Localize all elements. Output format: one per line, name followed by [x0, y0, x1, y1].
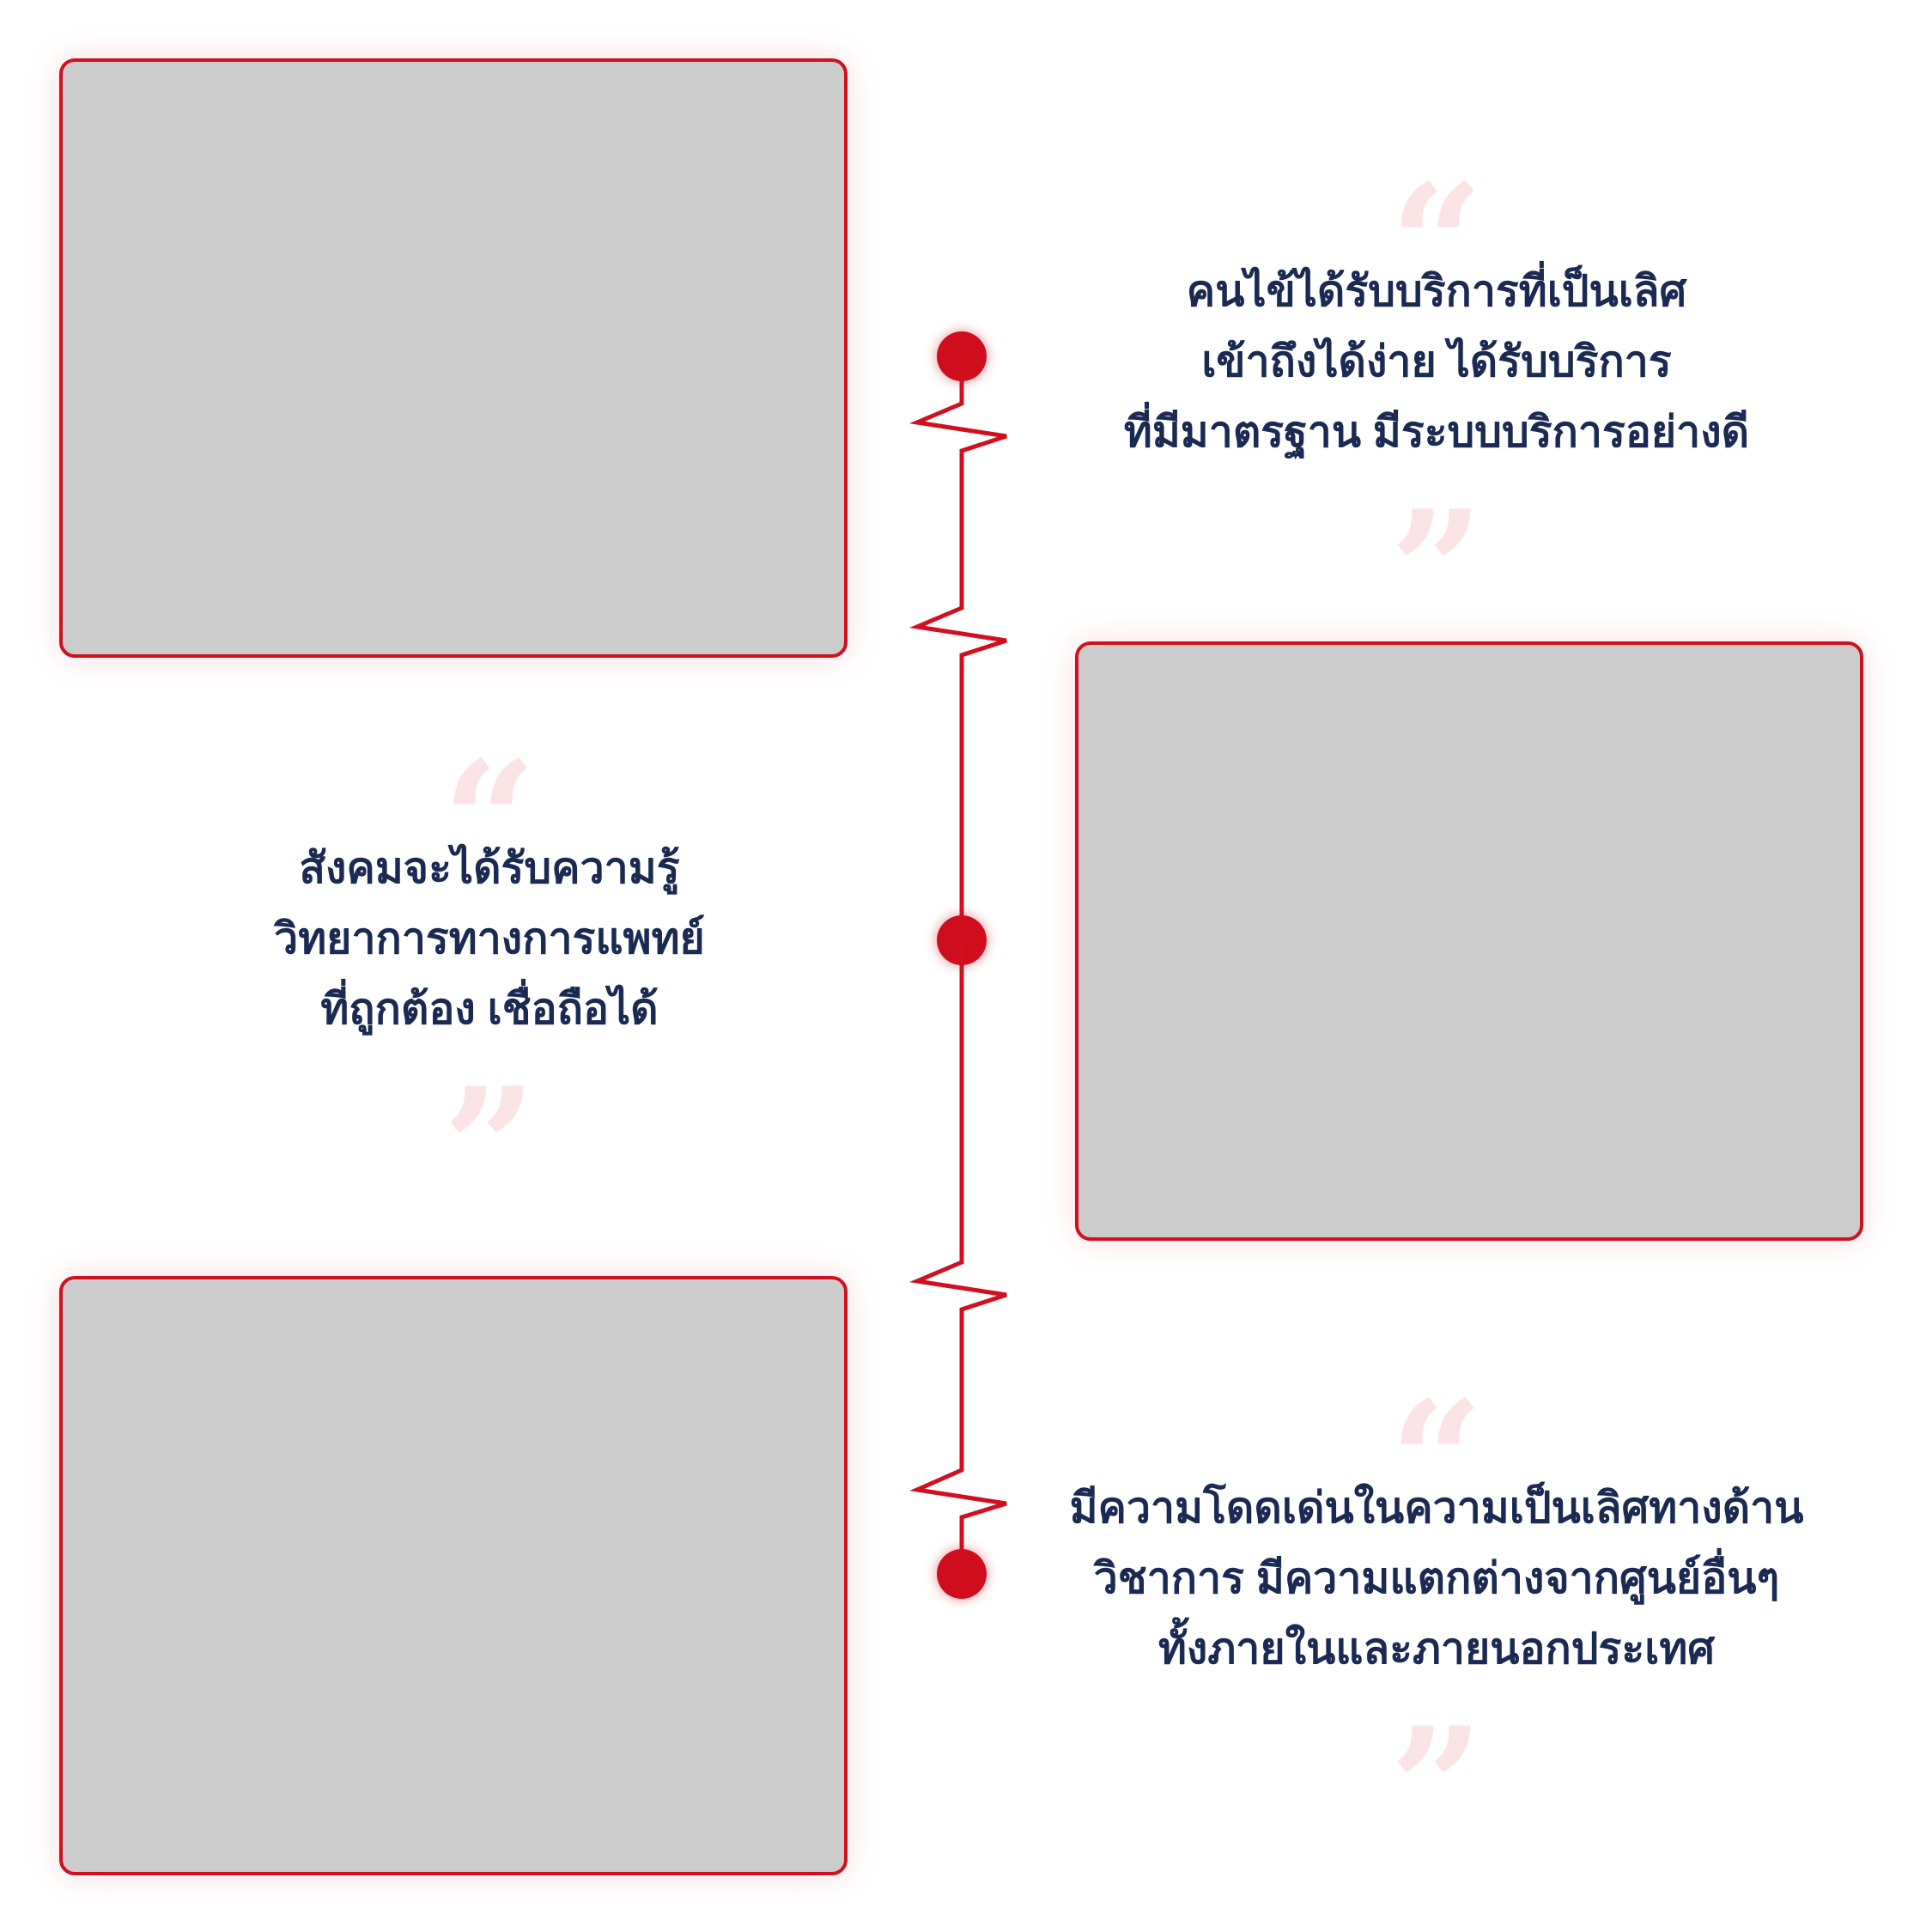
quote-line: คนไข้ได้รับบริการที่เป็นเลิศ [1186, 267, 1687, 315]
quote-block-1: “ คนไข้ได้รับบริการที่เป็นเลิศ เข้าถึงได… [1016, 163, 1857, 575]
photo-placeholder-3 [59, 1276, 848, 1875]
close-quote-icon: ” [1016, 489, 1857, 567]
quote-line: วิทยาการทางการแพทย์ [274, 914, 705, 963]
photo-placeholder-1 [59, 58, 848, 658]
quote-line: วิชาการ มีความแตกต่างจากศูนย์อื่นๆ [1093, 1554, 1780, 1602]
open-quote-icon: “ [1016, 163, 1857, 240]
timeline-dot-3 [937, 1549, 987, 1599]
quote-line: สังคมจะได้รับความรู้ [299, 844, 680, 892]
timeline-dot-2 [937, 915, 987, 965]
quote-text-2: สังคมจะได้รับความรู้ วิทยาการทางการแพทย์… [69, 833, 910, 1044]
close-quote-icon: ” [69, 1066, 910, 1144]
quote-line: มีความโดดเด่นในความเป็นเลิศทางด้าน [1069, 1484, 1804, 1532]
quote-text-1: คนไข้ได้รับบริการที่เป็นเลิศ เข้าถึงได้ง… [1016, 256, 1857, 467]
timeline-dot-1 [937, 331, 987, 381]
quote-line: เข้าถึงได้ง่าย ได้รับบริการ [1201, 337, 1672, 386]
open-quote-icon: “ [1016, 1380, 1857, 1457]
timeline-zigzag-line [908, 356, 1007, 1576]
quote-line: ที่ถูกต้อง เชื่อถือได้ [320, 985, 659, 1033]
open-quote-icon: “ [69, 740, 910, 817]
quote-block-3: “ มีความโดดเด่นในความเป็นเลิศทางด้าน วิช… [1016, 1380, 1857, 1792]
quote-text-3: มีความโดดเด่นในความเป็นเลิศทางด้าน วิชาก… [1016, 1473, 1857, 1684]
close-quote-icon: ” [1016, 1706, 1857, 1783]
quote-line: ที่มีมาตรฐาน มีระบบบริการอย่างดี [1123, 408, 1750, 456]
quote-block-2: “ สังคมจะได้รับความรู้ วิทยาการทางการแพท… [69, 740, 910, 1152]
quote-line: ทั้งภายในและภายนอกประเทศ [1157, 1625, 1716, 1673]
photo-placeholder-2 [1075, 641, 1863, 1241]
